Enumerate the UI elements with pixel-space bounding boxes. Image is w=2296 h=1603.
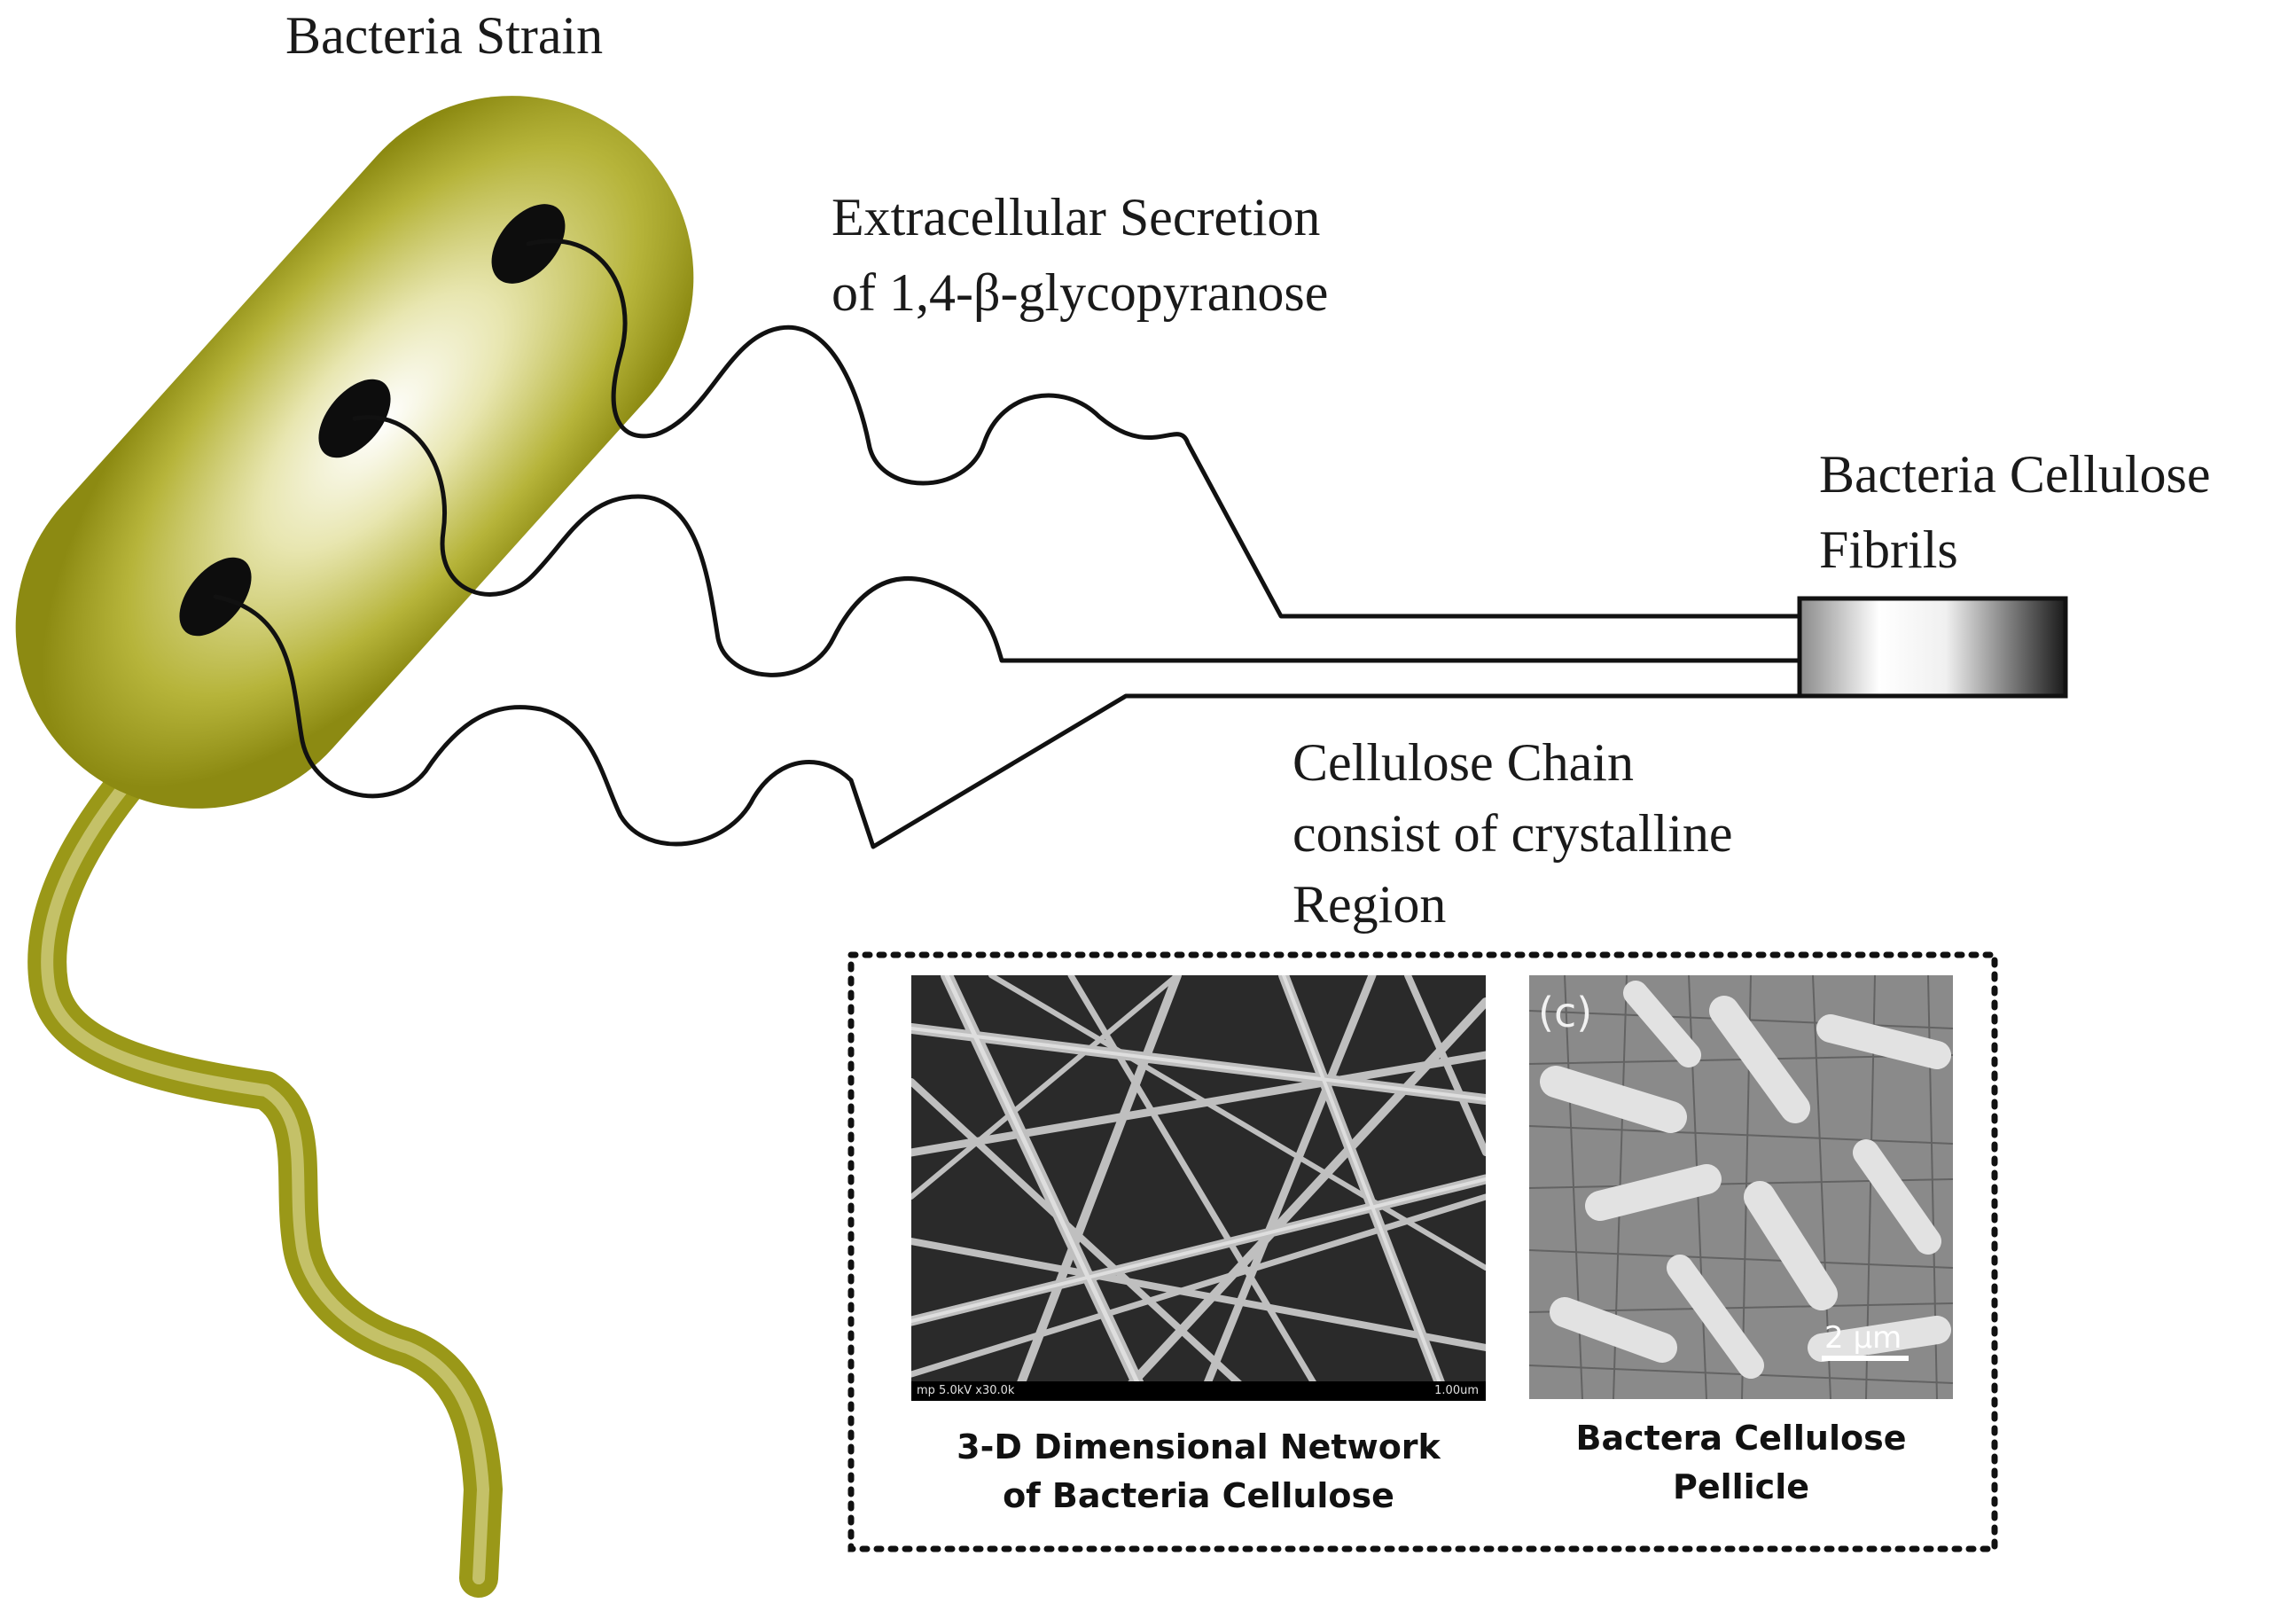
label-fibrils-line2: Fibrils: [1819, 520, 1958, 579]
caption-left-line2: of Bacteria Cellulose: [1003, 1476, 1394, 1515]
caption-right-line2: Pellicle: [1672, 1467, 1810, 1506]
caption-left-line1: 3-D Dimensional Network: [957, 1427, 1441, 1466]
sem-network-micrograph: mp 5.0kV x30.0k 1.00um: [911, 975, 1486, 1401]
label-secretion-line1: Extracellular Secretion: [832, 188, 1321, 246]
label-fibrils-line1: Bacteria Cellulose: [1819, 445, 2211, 504]
micrograph-footer-right: 1.00um: [1434, 1384, 1479, 1397]
bacterium-body: [15, 96, 694, 809]
flagellum: [27, 703, 503, 1598]
glucan-chain-top: [526, 238, 1802, 619]
label-secretion-line2: of 1,4-β-glycopyranose: [832, 263, 1329, 322]
label-bacteria-strain: Bacteria Strain: [285, 6, 604, 65]
cellulose-fibril-bundle: [1797, 596, 2068, 699]
sem-pellicle-micrograph: (c) 2 µm: [1529, 975, 1953, 1399]
glucan-chain-bottom: [213, 594, 1802, 849]
glucan-chain-middle: [352, 415, 1802, 677]
micrograph-footer-left: mp 5.0kV x30.0k: [917, 1384, 1015, 1397]
scale-bar-label: 2 µm: [1824, 1320, 1902, 1356]
caption-right-line1: Bactera Cellulose: [1575, 1419, 1907, 1458]
panel-letter: (c): [1538, 989, 1592, 1036]
label-chain-line3: Region: [1292, 875, 1447, 934]
label-chain-line2: consist of crystalline: [1292, 804, 1733, 863]
label-chain-line1: Cellulose Chain: [1292, 733, 1634, 792]
inset-frame: [847, 951, 1998, 1552]
